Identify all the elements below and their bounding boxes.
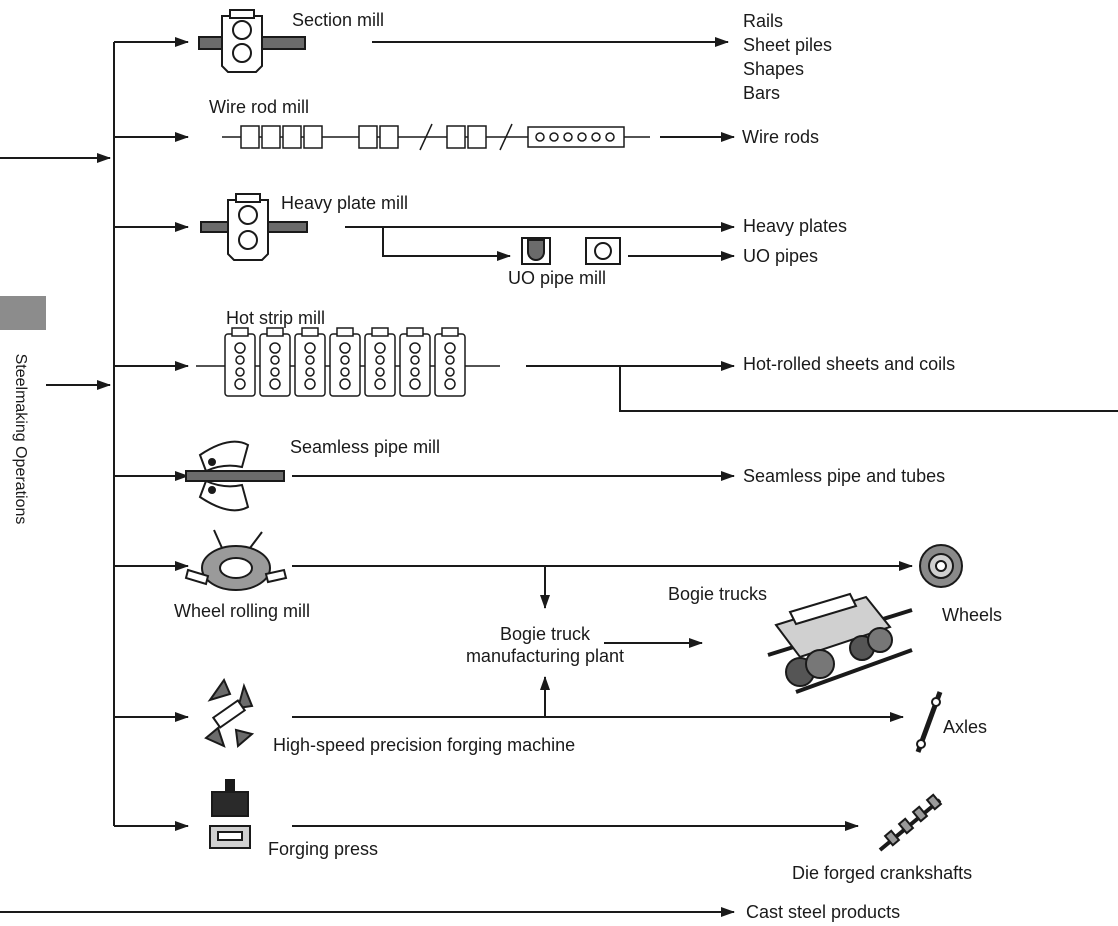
section-mill-icon — [198, 9, 306, 73]
line-hot-rolled-branch — [619, 366, 1118, 412]
forging-machine-label: High-speed precision forging machine — [273, 735, 576, 755]
product-hot-rolled: Hot-rolled sheets and coils — [743, 354, 956, 374]
wheel-product-icon — [919, 544, 963, 588]
product-shapes: Shapes — [743, 59, 805, 79]
product-seamless: Seamless pipe and tubes — [743, 466, 946, 486]
side-label: Steelmaking Operations — [12, 353, 29, 525]
hot-strip-mill-label: Hot strip mill — [226, 308, 326, 328]
hot-strip-mill-icon — [196, 327, 500, 397]
wheel-rolling-mill-icon — [184, 529, 288, 591]
section-mill-label: Section mill — [292, 10, 385, 30]
forging-press-label: Forging press — [268, 839, 379, 859]
wheel-rolling-mill-label: Wheel rolling mill — [174, 601, 311, 621]
heavy-plate-mill-label: Heavy plate mill — [281, 193, 409, 213]
wire-rod-mill-label: Wire rod mill — [209, 97, 310, 117]
seamless-pipe-mill-icon — [185, 440, 285, 512]
crankshaft-icon — [878, 793, 943, 852]
product-sheet-piles: Sheet piles — [743, 35, 833, 55]
section-products-list: Rails Sheet piles Shapes Bars — [743, 9, 832, 105]
product-heavy-plates: Heavy plates — [743, 216, 848, 236]
uo-pipe-mill-label: UO pipe mill — [508, 268, 607, 288]
uo-pipe-mill-icon — [521, 237, 621, 265]
bogie-plant-label-line2: manufacturing plant — [465, 646, 625, 666]
product-crankshafts: Die forged crankshafts — [792, 863, 973, 883]
forging-press-icon — [209, 779, 251, 849]
product-uo-pipes: UO pipes — [743, 246, 819, 266]
product-axles: Axles — [943, 717, 988, 737]
bogie-truck-icon — [767, 592, 913, 694]
product-bogie-trucks: Bogie trucks — [668, 584, 768, 604]
product-bars: Bars — [743, 83, 781, 103]
wire-rod-mill-icon — [222, 123, 650, 151]
product-wire-rods: Wire rods — [742, 127, 820, 147]
seamless-pipe-mill-label: Seamless pipe mill — [290, 437, 441, 457]
product-rails: Rails — [743, 11, 784, 31]
heavy-plate-mill-icon — [200, 193, 308, 261]
arrow-to-uo-mill — [382, 227, 511, 261]
bogie-plant-label: Bogie truck manufacturing plant — [430, 623, 660, 667]
product-cast-steel: Cast steel products — [746, 902, 901, 922]
forging-machine-icon — [204, 677, 255, 748]
section-tab-marker — [0, 296, 46, 330]
product-wheels: Wheels — [942, 605, 1003, 625]
bogie-plant-label-line1: Bogie truck — [499, 624, 591, 644]
axle-icon — [915, 691, 943, 753]
